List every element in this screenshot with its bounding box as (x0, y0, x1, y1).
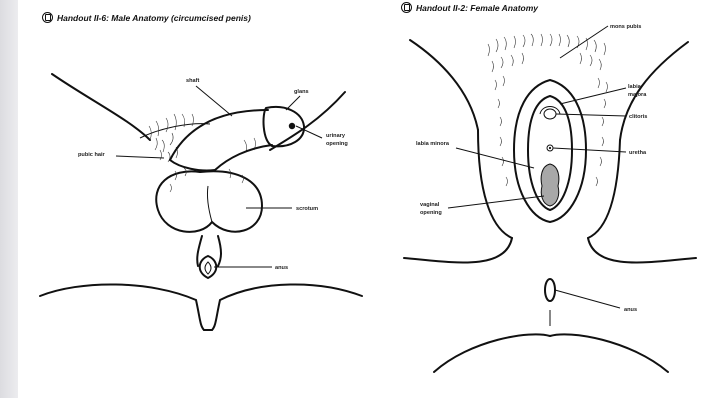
label-uretha: uretha (629, 150, 647, 156)
female-anus-leader (555, 290, 620, 308)
label-shaft: shaft (186, 78, 200, 84)
female-anus (545, 279, 555, 301)
label-labia-majora-line1: labia (628, 84, 642, 90)
female-left-groin (410, 40, 478, 130)
female-pubic-hair (488, 34, 608, 186)
female-right-thigh-lower (588, 238, 696, 263)
perineum-right (218, 236, 221, 266)
penis-shaft-base (170, 160, 215, 171)
female-right-thigh-inner (588, 140, 620, 238)
mons-pubis-leader (560, 26, 608, 58)
label-vaginal-opening-line2: opening (420, 210, 442, 216)
label-urinary-opening-line2: opening (326, 141, 348, 147)
label-female-anus: anus (624, 307, 637, 313)
penis-shaft-lower (215, 145, 272, 170)
urethra-dot (549, 147, 551, 149)
label-glans: glans (294, 89, 309, 95)
female-anatomy-drawing: mons pubis labia majora clitoris labia m… (404, 24, 696, 372)
label-mons-pubis: mons pubis (610, 24, 641, 30)
male-anus-inner (205, 262, 211, 274)
male-anatomy-drawing: shaft glans urinary opening pubic hair s… (40, 74, 362, 330)
female-right-groin (620, 42, 688, 140)
label-pubic-hair: pubic hair (78, 152, 106, 158)
label-vaginal-opening-line1: vaginal (420, 202, 440, 208)
urinary-opening-dot (289, 123, 295, 129)
scrotum-outline (156, 171, 262, 232)
label-urinary-opening-line1: urinary (326, 133, 346, 139)
labia-majora-leader (560, 88, 626, 104)
shaft-leader (196, 86, 232, 116)
clitoris (544, 109, 556, 119)
label-labia-minora: labia minora (416, 141, 450, 147)
label-clitoris: clitoris (629, 114, 647, 120)
penis-shaft-upper (170, 110, 268, 160)
pubic-hair-leader (116, 156, 164, 158)
glans-leader (286, 96, 300, 110)
label-scrotum: scrotum (296, 206, 318, 212)
female-left-thigh-lower (404, 238, 512, 263)
label-labia-majora-line2: majora (628, 92, 647, 98)
male-right-buttock (212, 284, 362, 330)
scrotum-raphe (207, 186, 212, 222)
labia-minora-leader (456, 148, 534, 168)
female-buttocks (434, 334, 668, 372)
clitoral-hood (540, 107, 560, 115)
male-left-buttock (40, 284, 204, 330)
label-male-anus: anus (275, 265, 288, 271)
uretha-leader (553, 148, 626, 152)
male-left-groin-line (52, 74, 150, 140)
vaginal-opening (541, 164, 559, 206)
